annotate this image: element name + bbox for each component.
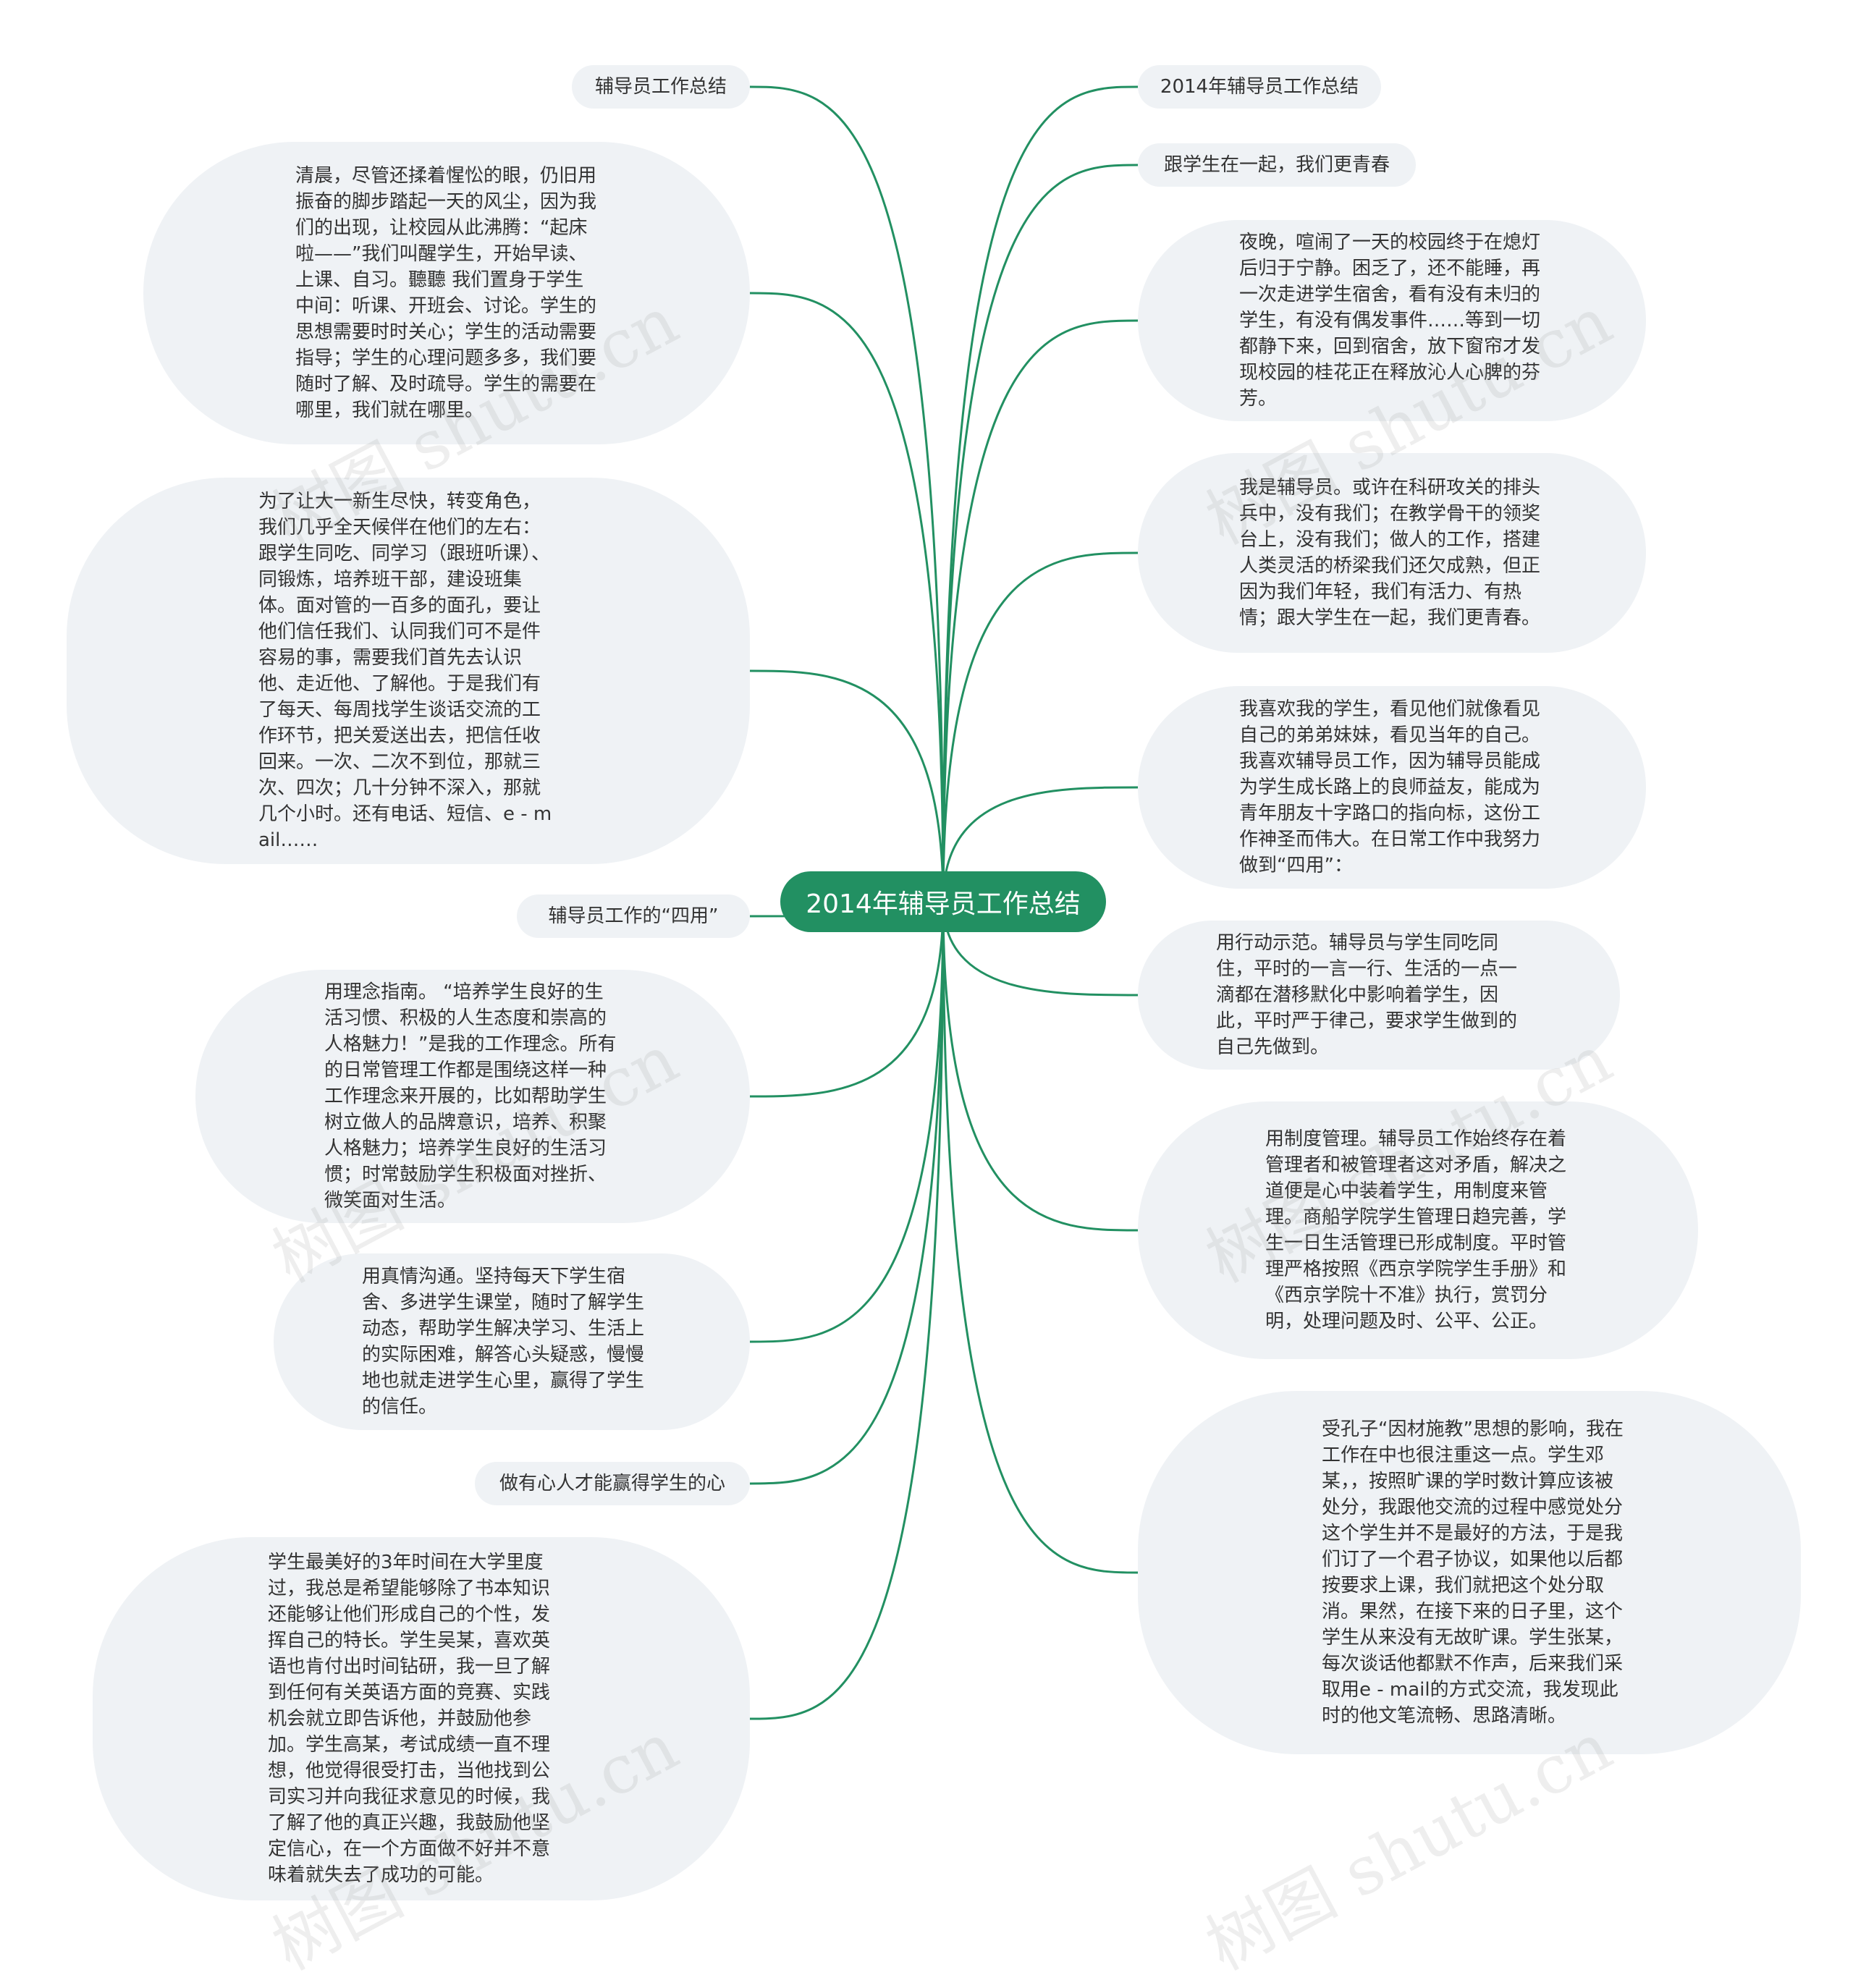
connector-left [749, 901, 945, 1343]
topic-text: 2014年辅导员工作总结 [1160, 76, 1359, 98]
topic-text: 受孔子“因材施教”思想的影响，我在工作在中也很注重这一点。学生邓某，，按照旷课的… [1322, 1418, 1624, 1727]
connector-right [942, 319, 1139, 902]
topic-node[interactable]: 我喜欢我的学生，看见他们就像看见自己的弟弟妹妹，看见当年的自己。我喜欢辅导员工作… [1138, 686, 1646, 889]
topic-node[interactable]: 用行动示范。辅导员与学生同吃同住，平时的一言一行、生活的一点一滴都在潜移默化中影… [1138, 921, 1620, 1070]
connector-left [749, 901, 945, 1098]
topic-node[interactable]: 为了让大一新生尽快，转变角色，我们几乎全天候伴在他们的左右：跟学生同吃、同学习（… [67, 478, 750, 864]
topic-text: 做有心人才能赢得学生的心 [499, 1473, 725, 1494]
connector-left [749, 901, 945, 1485]
topic-text: 夜晚，喧闹了一天的校园终于在熄灯后归于宁静。困乏了，还不能睡，再一次走进学生宿舍… [1239, 232, 1541, 410]
topic-text: 我喜欢我的学生，看见他们就像看见自己的弟弟妹妹，看见当年的自己。我喜欢辅导员工作… [1239, 698, 1541, 876]
topic-node[interactable]: 我是辅导员。或许在科研攻关的排头兵中，没有我们；在教学骨干的领奖台上，没有我们；… [1138, 453, 1646, 653]
topic-node[interactable]: 用制度管理。辅导员工作始终存在着管理者和被管理者这对矛盾，解决之道便是心中装着学… [1138, 1101, 1698, 1359]
connector-left [749, 901, 945, 1720]
connector-right [942, 901, 1139, 997]
topic-node[interactable]: 辅导员工作的“四用” [517, 894, 750, 938]
topic-text: 清晨，尽管还揉着惺忪的眼，仍旧用振奋的脚步踏起一天的风尘，因为我们的出现，让校园… [295, 165, 597, 421]
topic-text: 为了让大一新生尽快，转变角色，我们几乎全天候伴在他们的左右：跟学生同吃、同学习（… [258, 491, 552, 851]
topic-text: 跟学生在一起，我们更青春 [1163, 154, 1390, 176]
connector-right [942, 901, 1139, 1232]
root-topic[interactable]: 2014年辅导员工作总结 [780, 871, 1106, 932]
connector-right [942, 786, 1139, 902]
connector-left [749, 292, 945, 902]
topic-node[interactable]: 清晨，尽管还揉着惺忪的眼，仍旧用振奋的脚步踏起一天的风尘，因为我们的出现，让校园… [143, 142, 750, 444]
topic-text: 我是辅导员。或许在科研攻关的排头兵中，没有我们；在教学骨干的领奖台上，没有我们；… [1239, 477, 1541, 629]
topic-text: 用行动示范。辅导员与学生同吃同住，平时的一言一行、生活的一点一滴都在潜移默化中影… [1216, 932, 1518, 1058]
topic-text: 辅导员工作的“四用” [548, 905, 719, 927]
topic-node[interactable]: 用真情沟通。坚持每天下学生宿舍、多进学生课堂，随时了解学生动态，帮助学生解决学习… [274, 1253, 750, 1430]
connector-right [942, 164, 1139, 902]
topic-node[interactable]: 夜晚，喧闹了一天的校园终于在熄灯后归于宁静。困乏了，还不能睡，再一次走进学生宿舍… [1138, 220, 1646, 421]
topic-node[interactable]: 用理念指南。 “培养学生良好的生活习惯、积极的人生态度和崇高的人格魅力！”是我的… [195, 970, 750, 1223]
topic-node[interactable]: 2014年辅导员工作总结 [1138, 65, 1381, 109]
topic-node[interactable]: 做有心人才能赢得学生的心 [475, 1462, 750, 1505]
topic-node[interactable]: 跟学生在一起，我们更青春 [1138, 143, 1416, 187]
connector-left [749, 85, 945, 902]
topic-text: 用制度管理。辅导员工作始终存在着管理者和被管理者这对矛盾，解决之道便是心中装着学… [1265, 1128, 1567, 1332]
connector-right [942, 551, 1139, 902]
root-topic-label: 2014年辅导员工作总结 [806, 889, 1081, 919]
topic-text: 学生最美好的3年时间在大学里度过，我总是希望能够除了书本知识还能够让他们形成自己… [268, 1552, 551, 1886]
topic-node[interactable]: 学生最美好的3年时间在大学里度过，我总是希望能够除了书本知识还能够让他们形成自己… [93, 1537, 750, 1900]
connector-right [942, 901, 1139, 1574]
connector-left [749, 669, 945, 902]
topic-text: 辅导员工作总结 [594, 76, 727, 98]
topic-node[interactable]: 受孔子“因材施教”思想的影响，我在工作在中也很注重这一点。学生邓某，，按照旷课的… [1138, 1391, 1801, 1754]
topic-text: 用真情沟通。坚持每天下学生宿舍、多进学生课堂，随时了解学生动态，帮助学生解决学习… [362, 1266, 645, 1418]
topic-text: 用理念指南。 “培养学生良好的生活习惯、积极的人生态度和崇高的人格魅力！”是我的… [324, 981, 617, 1211]
topic-node[interactable]: 辅导员工作总结 [572, 65, 750, 109]
connector-right [942, 85, 1139, 902]
